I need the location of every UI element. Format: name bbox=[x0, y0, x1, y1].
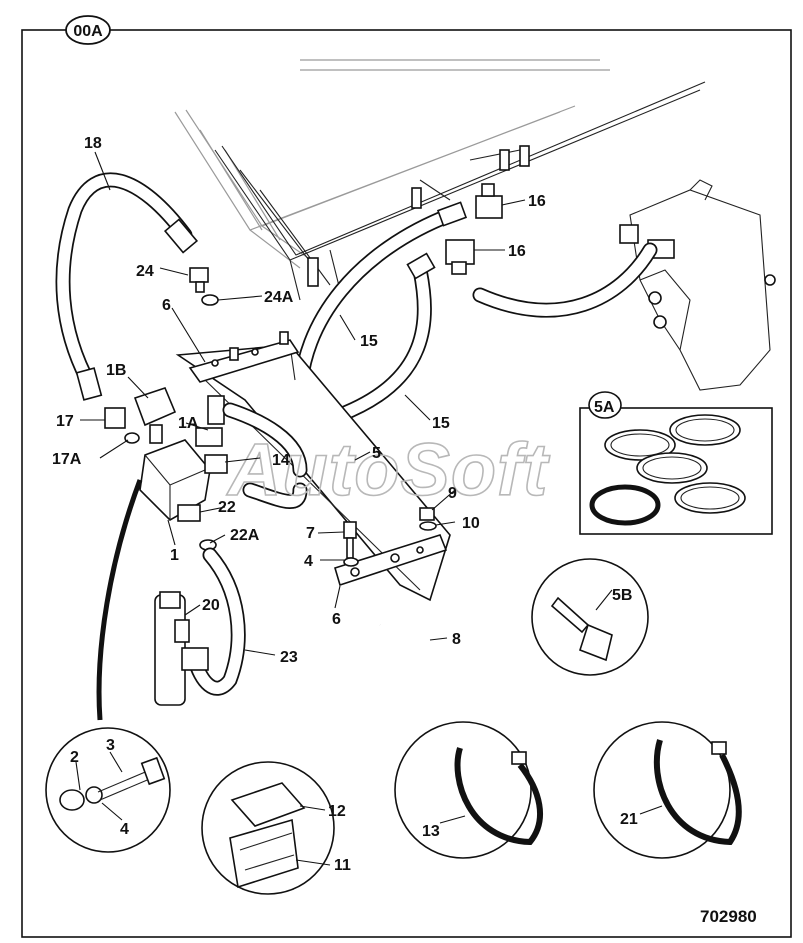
hose-23 bbox=[181, 547, 246, 696]
hose-18 bbox=[55, 172, 199, 401]
adapter-14 bbox=[204, 454, 228, 474]
sheet-border bbox=[21, 29, 792, 938]
callout-5a: 5A bbox=[594, 399, 615, 416]
callout-15-upper: 15 bbox=[360, 333, 378, 350]
hose-15-upper bbox=[292, 201, 468, 408]
valve-block-1 bbox=[139, 439, 211, 521]
section-tag-label: 00A bbox=[73, 23, 103, 40]
section-tag: 00A bbox=[65, 15, 111, 45]
callout-16-lower: 16 bbox=[508, 243, 526, 260]
u-bolt-8 bbox=[377, 620, 431, 678]
callout-2: 2 bbox=[70, 749, 79, 766]
inset-bolt-set bbox=[45, 727, 171, 853]
washer-10 bbox=[419, 521, 437, 531]
drawing-number: 702980 bbox=[700, 907, 757, 926]
callout-22a: 22A bbox=[230, 527, 260, 544]
callout-4: 4 bbox=[304, 553, 313, 570]
tee-16-upper bbox=[475, 183, 503, 219]
inset-seal-kit-5a bbox=[579, 391, 773, 535]
leader-lines bbox=[75, 151, 663, 866]
callout-15-lower: 15 bbox=[432, 415, 450, 432]
frame-stud bbox=[499, 149, 510, 171]
nut-9 bbox=[419, 507, 435, 521]
elbow-1a bbox=[195, 395, 225, 447]
callout-21: 21 bbox=[620, 811, 638, 828]
callout-6-top: 6 bbox=[162, 297, 171, 314]
callout-24a: 24A bbox=[264, 289, 294, 306]
callout-14: 14 bbox=[272, 452, 290, 469]
callout-7: 7 bbox=[306, 525, 315, 542]
clamp-plate-6-bottom bbox=[334, 534, 448, 587]
tee-16-lower bbox=[445, 239, 475, 275]
hose-to-valve bbox=[472, 242, 658, 318]
steering-valve-body bbox=[619, 179, 776, 391]
callout-16-upper: 16 bbox=[528, 193, 546, 210]
clamp-plate-6-top bbox=[188, 331, 300, 383]
o-ring-17a bbox=[124, 432, 140, 444]
inset-rocker-switch bbox=[201, 761, 335, 895]
callout-6-bottom: 6 bbox=[332, 611, 341, 628]
solenoid-1b bbox=[133, 387, 177, 444]
callout-8: 8 bbox=[452, 631, 461, 648]
adapter-24 bbox=[189, 267, 209, 293]
callout-1b: 1B bbox=[106, 362, 126, 379]
callout-1a: 1A bbox=[178, 415, 199, 432]
callout-1: 1 bbox=[170, 547, 179, 564]
machine-frame-outline bbox=[174, 59, 706, 301]
adapter-22 bbox=[177, 504, 201, 522]
callout-11: 11 bbox=[334, 857, 351, 874]
hose-connector bbox=[222, 402, 308, 509]
hose-15-lower bbox=[332, 252, 436, 423]
callout-23: 23 bbox=[280, 649, 298, 666]
washer-4 bbox=[343, 557, 359, 567]
wiring-harness bbox=[96, 479, 143, 721]
frame-stud bbox=[411, 187, 422, 209]
callout-5b: 5B bbox=[612, 587, 632, 604]
callout-4-inset: 4 bbox=[120, 821, 129, 838]
frame-stud bbox=[307, 257, 319, 287]
callout-3: 3 bbox=[106, 737, 115, 754]
watermark: AutoSoft bbox=[226, 428, 551, 511]
callout-10: 10 bbox=[462, 515, 480, 532]
pressure-switch-20 bbox=[154, 591, 190, 706]
inset-cable-tie-13 bbox=[394, 721, 544, 859]
callout-20: 20 bbox=[202, 597, 220, 614]
callout-13: 13 bbox=[422, 823, 440, 840]
callout-17a: 17A bbox=[52, 451, 82, 468]
inset-pin-5b bbox=[531, 558, 649, 676]
bolt-7 bbox=[343, 521, 357, 559]
callout-17: 17 bbox=[56, 413, 74, 430]
o-ring-24a bbox=[201, 294, 219, 306]
adapter-17 bbox=[104, 407, 126, 429]
callout-9: 9 bbox=[448, 485, 457, 502]
callout-5: 5 bbox=[372, 445, 381, 462]
callout-22: 22 bbox=[218, 499, 236, 516]
callout-labels: 18 24 24A 6 16 16 15 15 1B 1A 17 17A 14 … bbox=[52, 135, 638, 874]
inset-cable-tie-21 bbox=[593, 721, 742, 859]
frame-stud bbox=[519, 145, 530, 167]
callout-12: 12 bbox=[328, 803, 346, 820]
callout-24: 24 bbox=[136, 263, 154, 280]
callout-18: 18 bbox=[84, 135, 102, 152]
